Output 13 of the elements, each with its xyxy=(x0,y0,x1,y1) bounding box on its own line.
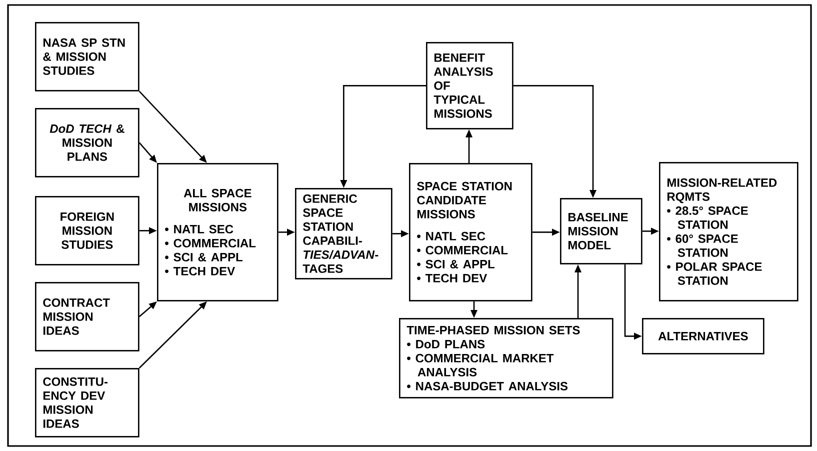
process-box: SPACE STATION CANDIDATE MISSIONS • NATL SEC • COMMERCIAL • SCI & APPL • TECH DEV xyxy=(409,163,532,302)
process-box: ALL SPACE MISSIONS • NATL SEC • COMMERCIAL • SCI & APPL • TECH DEV xyxy=(157,163,278,302)
process-box: CONTRACT MISSION IDEAS xyxy=(35,282,140,352)
process-box: DoD TECH & MISSION PLANS xyxy=(35,108,140,178)
process-box: TIME-PHASED MISSION SETS • DoD PLANS • COMMERCIAL MARKET ANALYSIS • NASA-BUDGET ANALYSIS xyxy=(399,318,614,398)
process-box: BASELINE MISSION MODEL xyxy=(560,198,642,264)
process-box: MISSION-RELATED RQMTS • 28.5° SPACE STATION • 60° SPACE STATION • POLAR SPACE STATION xyxy=(659,162,798,302)
process-box: BENEFIT ANALYSIS OF TYPICAL MISSIONS xyxy=(426,42,514,130)
process-box: NASA SP STN & MISSION STUDIES xyxy=(35,22,140,92)
process-box: CONSTITU-ENCY DEV MISSION IDEAS xyxy=(35,368,140,438)
process-box: GENERIC SPACE STATION CAPABILI-TIES/ADVAN-TAGES xyxy=(295,188,392,280)
process-box: ALTERNATIVES xyxy=(642,318,764,354)
process-box: FOREIGN MISSION STUDIES xyxy=(35,196,140,266)
